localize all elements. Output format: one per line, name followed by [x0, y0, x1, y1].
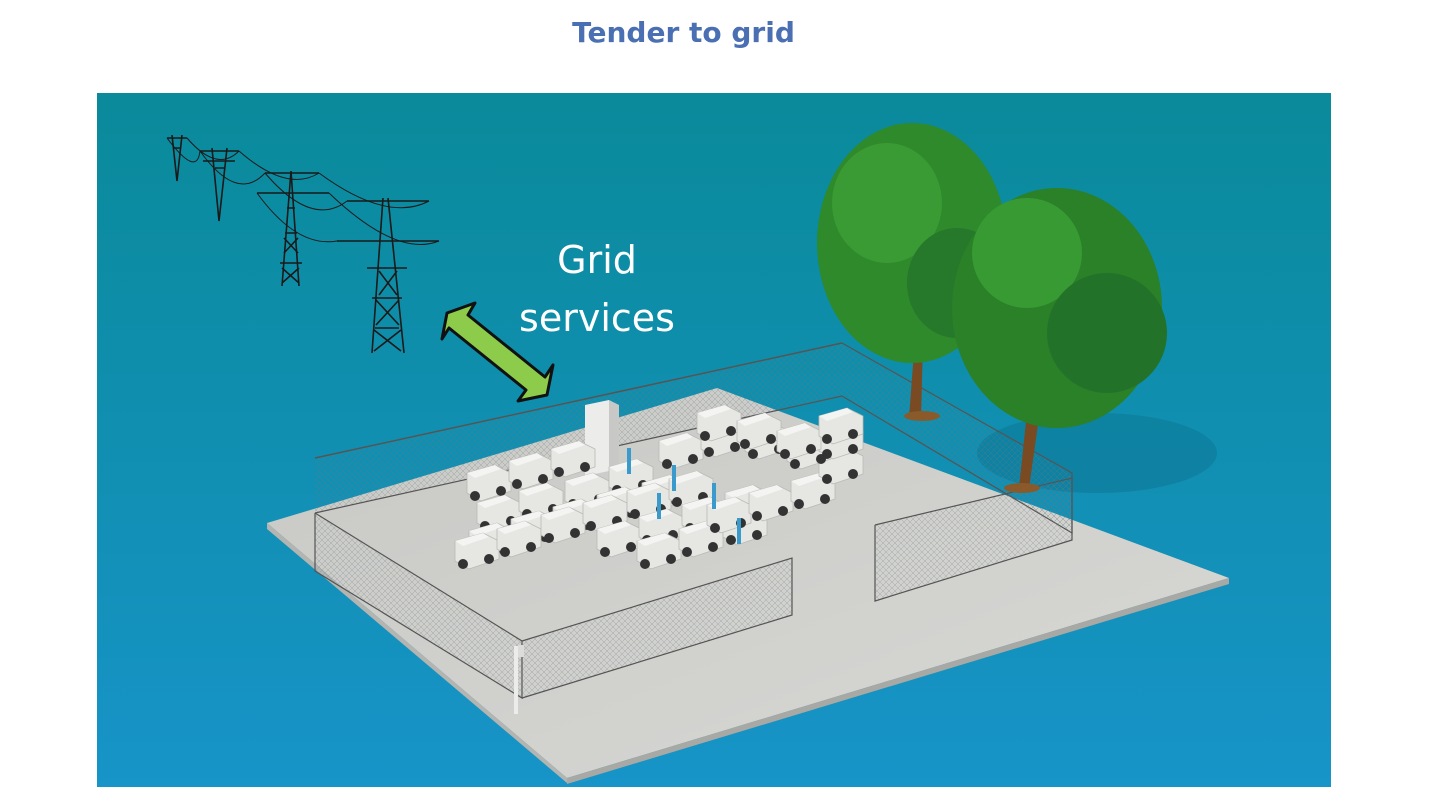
vehicle-icon [658, 432, 704, 470]
vehicle-icon [636, 532, 682, 570]
slide-title: Tender to grid [572, 16, 795, 49]
charger-icon [627, 448, 631, 474]
vehicle-icon [748, 484, 794, 522]
tree-icon [952, 188, 1167, 493]
light-pole-icon [514, 645, 524, 714]
pylon-icon [337, 197, 439, 354]
vehicle-icon [818, 407, 864, 445]
vehicle-icon [638, 508, 684, 546]
charger-icon [737, 518, 741, 544]
pylon-icon [257, 170, 329, 287]
vehicle-icon [454, 532, 500, 570]
grid-services-line1: Grid [557, 238, 637, 282]
pylon-icon [167, 134, 187, 182]
charger-icon [712, 483, 716, 509]
vehicle-icon [776, 422, 822, 460]
fence-front [314, 477, 1073, 700]
vehicle-icon [736, 412, 782, 450]
illustration-scene: Grid services [97, 93, 1331, 787]
vehicle-icon [596, 520, 642, 558]
vehicle-icon [496, 520, 542, 558]
pylon-icon [200, 147, 239, 222]
vehicle-icon [476, 494, 522, 532]
vehicle-icon [582, 494, 628, 532]
grid-services-label: Grid services [497, 231, 697, 347]
grid-services-line2: services [519, 296, 675, 340]
charger-icon [672, 465, 676, 491]
double-arrow-icon [440, 301, 555, 403]
vehicle-icon [540, 506, 586, 544]
charger-icon [657, 493, 661, 519]
pylon-group [166, 134, 440, 354]
vehicle-icon [466, 464, 512, 502]
vehicle-fleet [454, 404, 864, 570]
vehicle-icon [550, 440, 596, 478]
vehicle-icon [508, 452, 554, 490]
